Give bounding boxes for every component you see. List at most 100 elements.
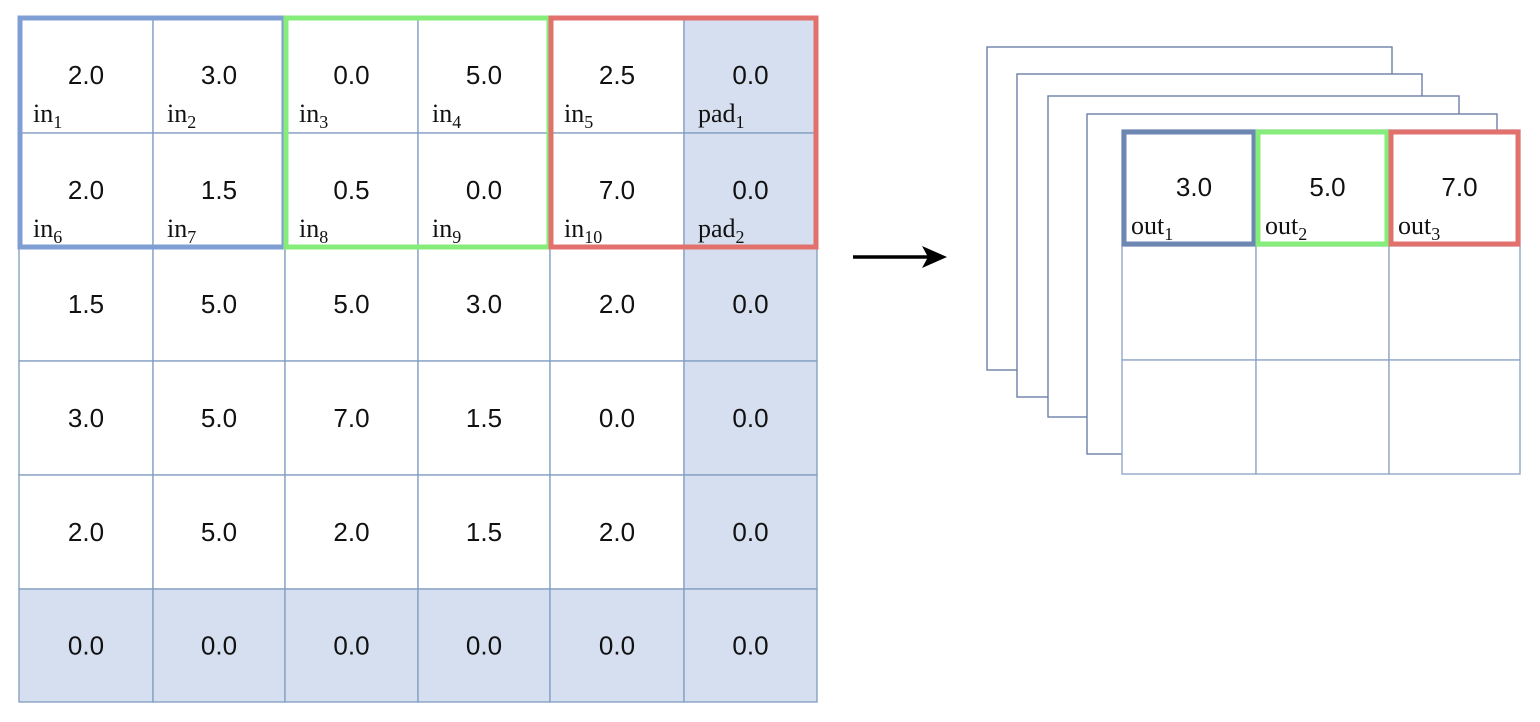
pooling-window-3 [548, 15, 819, 250]
cell-value: 1.5 [466, 517, 502, 547]
output-label-base: out [1131, 211, 1165, 240]
cell-label-subscript: 6 [53, 227, 62, 247]
cell-label-base: in [564, 99, 584, 128]
cell-value: 0.0 [466, 631, 502, 661]
cell-value: 1.5 [466, 403, 502, 433]
cell-label: in5 [564, 99, 593, 132]
output-cell [1388, 129, 1521, 247]
cell-label-subscript: 10 [584, 227, 602, 247]
cell-value: 0.0 [732, 631, 768, 661]
cell-label-subscript: 1 [736, 112, 745, 132]
input-cell [549, 246, 685, 362]
cell-label-subscript: 2 [187, 112, 196, 132]
cell-value: 5.0 [201, 403, 237, 433]
cell-label-subscript: 9 [452, 227, 461, 247]
cell-label: in7 [167, 214, 196, 247]
output-label-base: out [1265, 211, 1299, 240]
input-cell [18, 17, 154, 134]
padding-cell [549, 588, 685, 703]
cell-label-base: in [299, 214, 319, 243]
output-value: 3.0 [1176, 172, 1212, 202]
input-cell [284, 132, 419, 248]
cell-value: 0.0 [201, 631, 237, 661]
input-cell [417, 132, 551, 248]
padding-cell [152, 588, 286, 703]
cell-label-base: in [167, 99, 187, 128]
output-value: 5.0 [1309, 172, 1345, 202]
cell-label: in3 [299, 99, 328, 132]
output-label-subscript: 2 [1298, 224, 1307, 244]
cell-value: 7.0 [333, 403, 369, 433]
output-value: 7.0 [1441, 172, 1477, 202]
cell-label-subscript: 2 [736, 227, 745, 247]
cell-label-subscript: 5 [584, 112, 593, 132]
cell-value: 0.0 [333, 60, 369, 90]
input-cell [18, 474, 154, 590]
padding-cell [683, 132, 818, 248]
input-cell [284, 246, 419, 362]
cell-label-base: in [299, 99, 319, 128]
cell-label-base: pad [698, 214, 736, 243]
input-cell [152, 360, 286, 476]
cell-value: 0.0 [68, 631, 104, 661]
cell-value: 2.5 [599, 60, 635, 90]
cell-label-base: in [564, 214, 584, 243]
cell-label: in8 [299, 214, 328, 247]
cell-label-subscript: 3 [319, 112, 328, 132]
cell-value: 0.0 [333, 631, 369, 661]
output-label: out2 [1265, 211, 1307, 244]
cell-value: 3.0 [68, 403, 104, 433]
padding-cell [683, 360, 818, 476]
cell-label-base: in [432, 99, 452, 128]
cell-label-base: in [33, 214, 53, 243]
output-label: out3 [1398, 211, 1440, 244]
cell-value: 0.0 [599, 403, 635, 433]
cell-label: in2 [167, 99, 196, 132]
cell-value: 1.5 [68, 289, 104, 319]
cell-label: pad2 [698, 214, 745, 247]
cell-label: in10 [564, 214, 602, 247]
output-cell [1388, 359, 1521, 475]
input-cell [152, 246, 286, 362]
cell-value: 1.5 [201, 175, 237, 205]
padding-cell [683, 588, 818, 703]
cell-value: 0.5 [333, 175, 369, 205]
output-cell [1121, 359, 1257, 475]
cell-label: pad1 [698, 99, 745, 132]
output-label-subscript: 1 [1164, 224, 1173, 244]
cell-label: in1 [33, 99, 62, 132]
cell-value: 0.0 [599, 631, 635, 661]
cell-value: 0.0 [732, 175, 768, 205]
cell-value: 2.0 [68, 60, 104, 90]
cell-value: 5.0 [201, 517, 237, 547]
cell-label-base: pad [698, 99, 736, 128]
cell-value: 0.0 [732, 517, 768, 547]
cell-value: 0.0 [732, 403, 768, 433]
cell-label: in9 [432, 214, 461, 247]
output-window-3 [1388, 129, 1521, 247]
input-cell [152, 132, 286, 248]
cell-value: 5.0 [466, 60, 502, 90]
cell-value: 0.0 [732, 289, 768, 319]
cell-value: 0.0 [466, 175, 502, 205]
arrow-icon [853, 246, 947, 268]
cell-value: 5.0 [333, 289, 369, 319]
input-feature-map: 2.0in13.0in20.0in35.0in42.5in50.0pad12.0… [17, 15, 819, 703]
arrow-head [922, 246, 947, 268]
input-cell [417, 246, 551, 362]
cell-value: 3.0 [201, 60, 237, 90]
cell-label-subscript: 4 [452, 112, 461, 132]
input-cell [549, 474, 685, 590]
output-cell [1388, 245, 1521, 361]
padding-cell [683, 246, 818, 362]
output-cell [1121, 245, 1257, 361]
output-label: out1 [1131, 211, 1173, 244]
cell-value: 2.0 [68, 517, 104, 547]
cell-label-subscript: 8 [319, 227, 328, 247]
input-cell [284, 474, 419, 590]
cell-value: 2.0 [599, 289, 635, 319]
output-label-subscript: 3 [1431, 224, 1440, 244]
cell-label: in4 [432, 99, 461, 132]
cell-label-subscript: 7 [187, 227, 196, 247]
